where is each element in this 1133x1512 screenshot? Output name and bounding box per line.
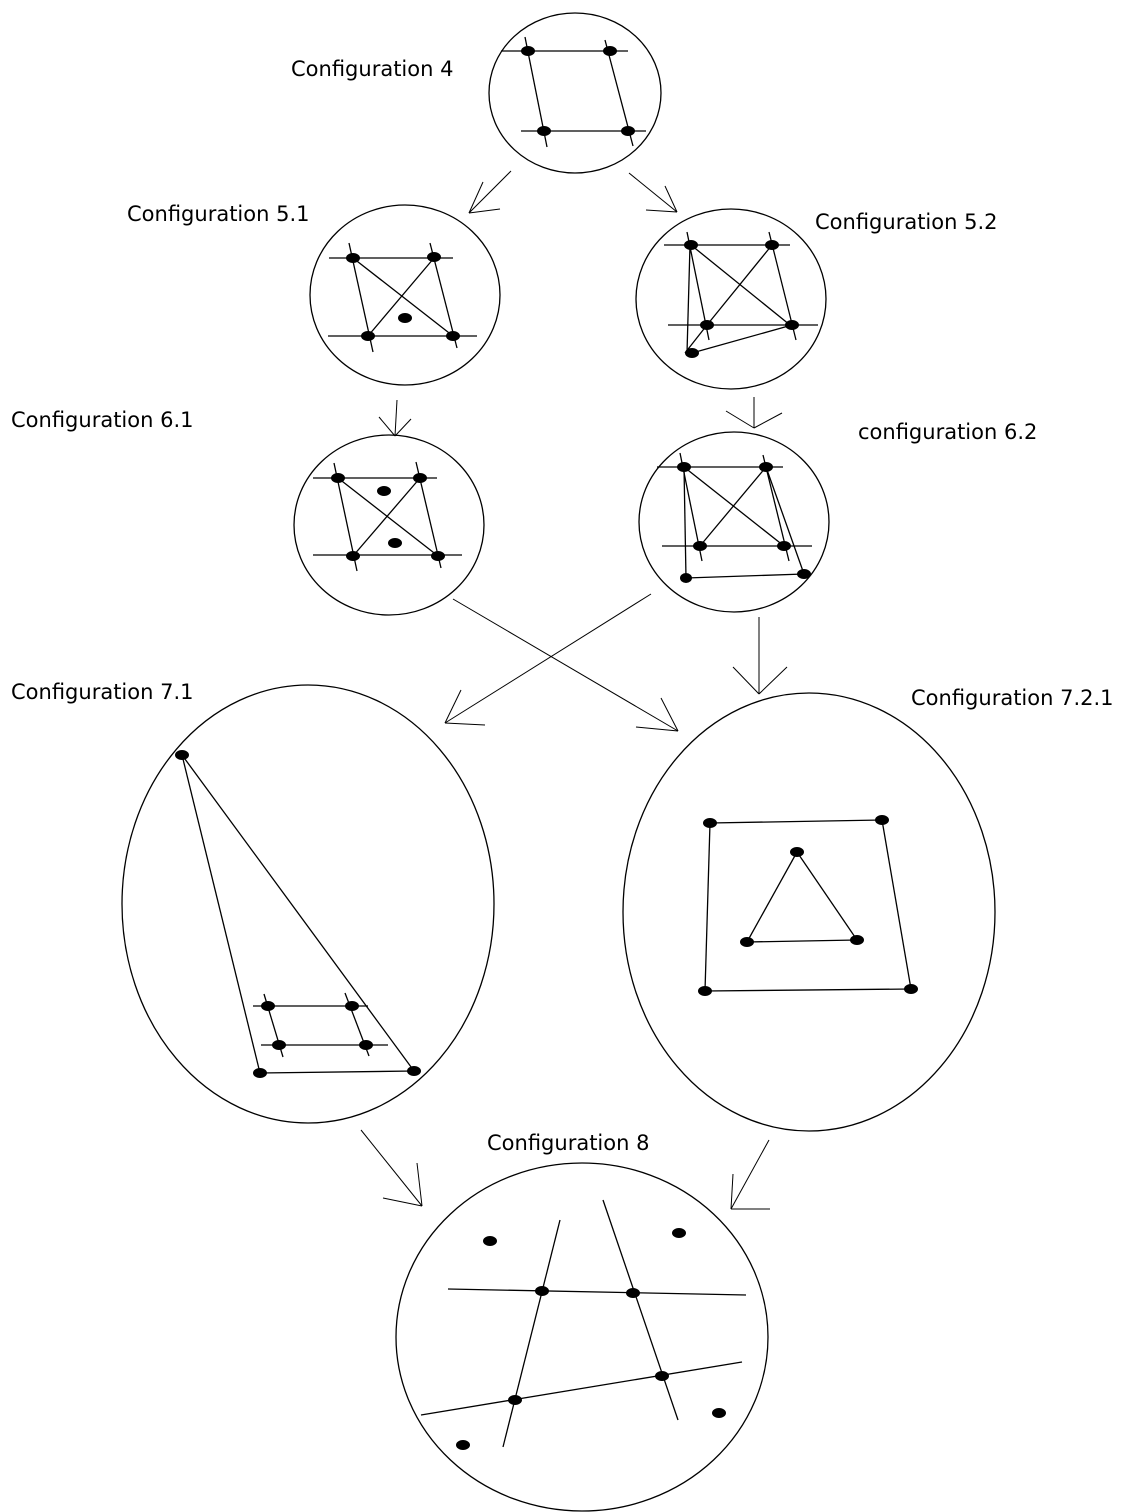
arrow-c721-to-c8	[730, 1139, 770, 1210]
label-configuration-4: Configuration 4	[291, 57, 453, 81]
arrow-c52-to-c62	[725, 397, 783, 429]
label-configuration-5-2: Configuration 5.2	[815, 210, 998, 234]
arrow-c62-to-c71	[444, 593, 652, 726]
label-configuration-5-1: Configuration 5.1	[127, 202, 310, 226]
configuration-6-2-node	[638, 431, 830, 613]
arrow-c4-to-c52	[628, 172, 678, 213]
configuration-7-1-node	[121, 684, 495, 1124]
label-configuration-7-2-1: Configuration 7.2.1	[911, 686, 1114, 710]
arrow-c62-to-c721	[732, 617, 788, 695]
configuration-6-1-node	[293, 434, 485, 616]
arrow-c61-to-c721	[452, 598, 679, 732]
configuration-8-node	[395, 1162, 769, 1512]
label-configuration-7-1: Configuration 7.1	[11, 680, 194, 704]
configuration-7-2-1-node	[622, 692, 996, 1132]
configuration-5-1-node	[309, 204, 501, 386]
label-configuration-8: Configuration 8	[487, 1131, 649, 1155]
configuration-4-node	[488, 12, 662, 174]
arrow-c4-to-c51	[468, 170, 512, 214]
label-configuration-6-2: configuration 6.2	[858, 420, 1037, 444]
configuration-5-2-node	[635, 208, 827, 390]
arrow-c71-to-c8	[360, 1129, 423, 1207]
label-configuration-6-1: Configuration 6.1	[11, 408, 194, 432]
arrow-c51-to-c61	[378, 399, 412, 437]
